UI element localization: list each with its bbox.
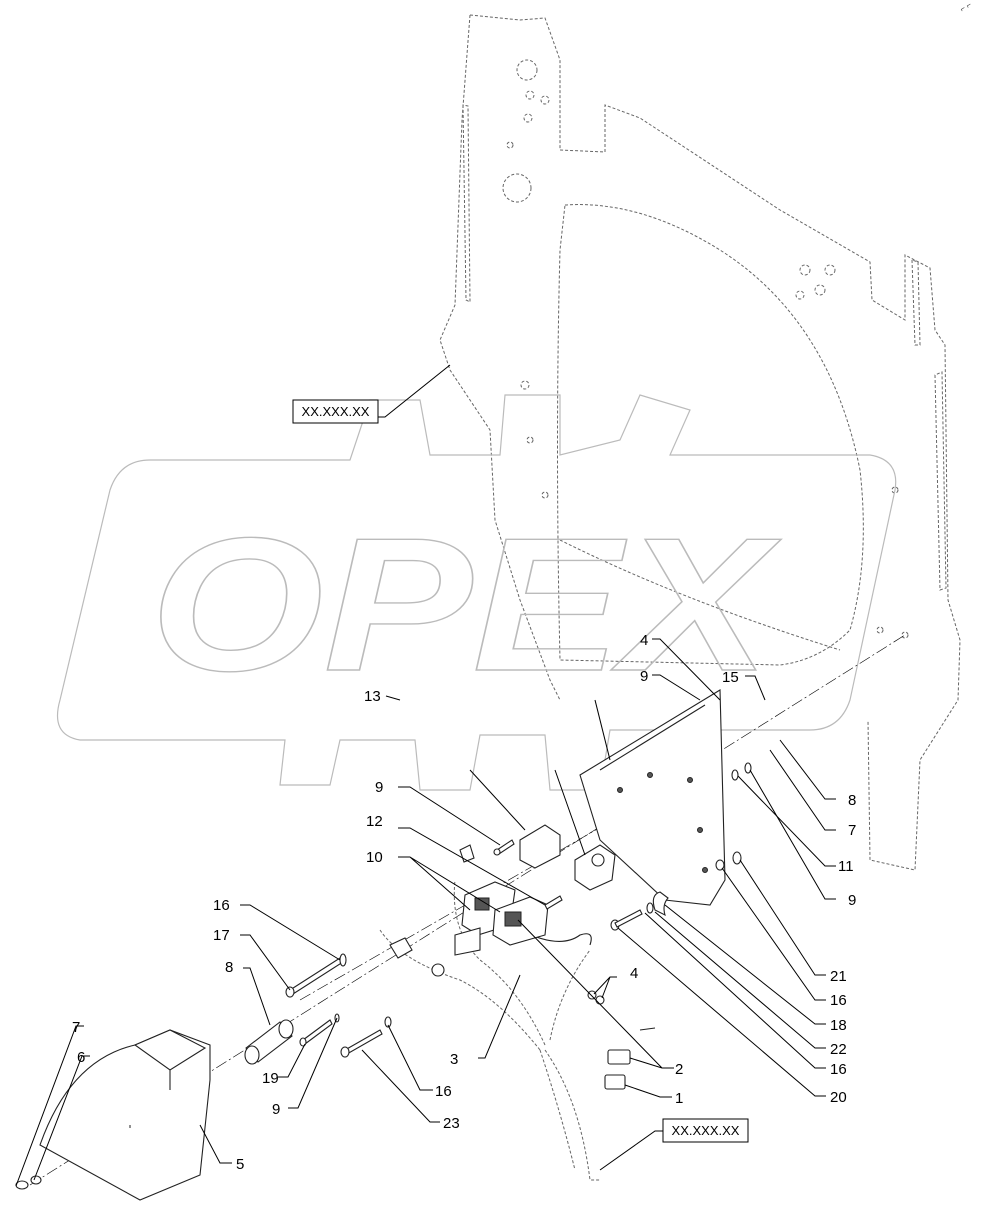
callout-5: 5 bbox=[236, 1156, 244, 1173]
callout-23: 23 bbox=[443, 1115, 460, 1132]
callout-19: 19 bbox=[262, 1070, 279, 1087]
callout-3: 3 bbox=[450, 1051, 458, 1068]
callout-22: 22 bbox=[830, 1041, 847, 1058]
callout-10: 10 bbox=[366, 849, 383, 866]
callout-9-right: 9 bbox=[848, 892, 856, 909]
watermark-text: OPEX bbox=[150, 499, 782, 711]
relay-block bbox=[519, 824, 616, 891]
callout-16-right-2: 16 bbox=[830, 1061, 847, 1078]
frame-panel-ghost bbox=[439, 14, 961, 871]
reference-box-top-text: XX.XXX.XX bbox=[302, 404, 370, 419]
callout-16-lower: 16 bbox=[435, 1083, 452, 1100]
callout-11: 11 bbox=[838, 858, 854, 875]
roller bbox=[244, 1019, 294, 1065]
wiring-harness bbox=[379, 879, 600, 1181]
callout-17: 17 bbox=[213, 927, 230, 944]
callout-7-left: 7 bbox=[72, 1019, 80, 1036]
callout-7-right: 8 bbox=[848, 792, 856, 809]
callout-9-mid: 9 bbox=[375, 779, 383, 796]
callout-16-right-1: 16 bbox=[830, 992, 847, 1009]
hardware bbox=[285, 762, 752, 1090]
callout-20: 20 bbox=[830, 1089, 847, 1106]
sheet-id: ⌐ ⌐ bbox=[959, 0, 974, 14]
callout-15: 15 bbox=[722, 669, 739, 686]
callout-2: 2 bbox=[675, 1061, 683, 1078]
leaders bbox=[15, 364, 836, 1187]
callout-4-upper: 4 bbox=[640, 632, 648, 649]
callout-16-left: 16 bbox=[213, 897, 230, 914]
callout-21: 21 bbox=[830, 968, 847, 985]
mounting-bracket bbox=[579, 689, 726, 906]
callout-9-upper: 9 bbox=[640, 668, 648, 685]
switch-housing-right bbox=[492, 896, 549, 946]
connector-small bbox=[389, 844, 475, 959]
callout-8-label: 8 bbox=[225, 959, 233, 976]
callout-13: 13 bbox=[364, 688, 381, 705]
opex-watermark: OPEX bbox=[56, 394, 897, 791]
callout-9-lower: 9 bbox=[272, 1101, 280, 1118]
callouts: 4 9 15 13 9 12 10 8 7 11 9 21 16 18 22 1… bbox=[72, 632, 856, 1173]
callout-12: 12 bbox=[366, 813, 383, 830]
callout-6-left: 6 bbox=[77, 1049, 85, 1066]
callout-4-lower: 4 bbox=[630, 965, 638, 982]
reference-box-top: XX.XXX.XX bbox=[292, 399, 379, 424]
reference-box-bottom-text: XX.XXX.XX bbox=[672, 1123, 740, 1138]
reference-box-bottom: XX.XXX.XX bbox=[662, 1118, 749, 1143]
cover-housing bbox=[15, 1029, 211, 1201]
callout-18: 18 bbox=[830, 1017, 847, 1034]
callout-6-right: 7 bbox=[848, 822, 856, 839]
callout-1: 1 bbox=[675, 1090, 683, 1107]
